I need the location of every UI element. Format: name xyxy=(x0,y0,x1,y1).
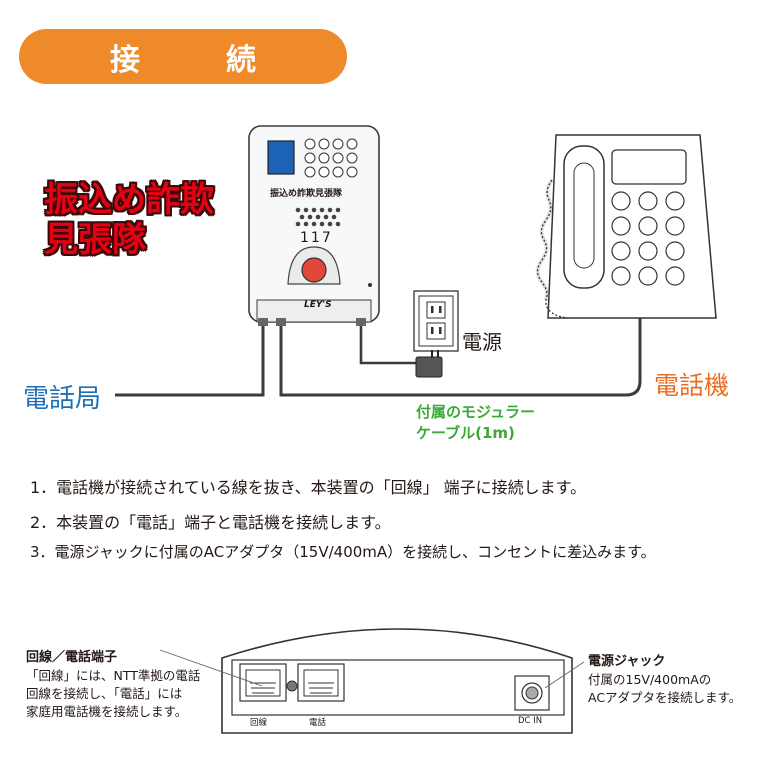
ac-adapter xyxy=(415,356,443,378)
cable-label-2: ケーブル(1m) xyxy=(416,424,515,442)
step-2: 2．本装置の「電話」端子と電話機を接続します。 xyxy=(30,513,391,532)
coiled-cord xyxy=(536,179,571,319)
section-header: 接 続 xyxy=(19,29,347,84)
line-port-label: 回線 xyxy=(250,718,268,728)
left-note-line-3: 家庭用電話機を接続します。 xyxy=(26,704,188,719)
device-illustration xyxy=(115,125,642,397)
promo-line-2: 見張隊 xyxy=(44,220,146,260)
promo-line-1: 振込め詐欺 xyxy=(44,180,214,220)
step-1: 1．電話機が接続されている線を抜き、本装置の「回線」 端子に接続します。 xyxy=(30,478,587,497)
right-note-line-1: 付属の15V/400mAの xyxy=(588,672,712,687)
office-label: 電話局 xyxy=(23,384,102,414)
right-note-title: 電源ジャック xyxy=(588,654,666,669)
phone-label: 電話機 xyxy=(654,371,730,400)
device-display xyxy=(267,140,295,175)
device-alert-button xyxy=(301,257,327,283)
power-label: 電源 xyxy=(462,330,502,354)
device-brand: LEY'S xyxy=(304,300,332,310)
left-note-line-2: 回線を接続し、「電話」には xyxy=(26,686,183,701)
device-keypad xyxy=(304,138,358,178)
phone-port-label: 電話 xyxy=(309,718,327,728)
left-note-line-1: 「回線」には、NTT準拠の電話 xyxy=(26,668,201,683)
device-badge: 振込め詐欺見張隊 xyxy=(270,189,343,199)
left-note-title: 回線／電話端子 xyxy=(26,650,118,665)
device-number: 117 xyxy=(300,230,333,246)
section-title: 接 続 xyxy=(110,42,284,78)
step-3: 3．電源ジャックに付属のACアダプタ（15V/400mA）を接続し、コンセントに… xyxy=(30,543,656,561)
cable-label-1: 付属のモジュラー xyxy=(416,403,535,421)
dc-in-label: DC IN xyxy=(518,716,543,726)
phone-keypad xyxy=(611,191,685,286)
back-panel-illustration xyxy=(159,628,585,734)
telephone-illustration xyxy=(535,134,717,319)
power-outlet xyxy=(413,290,459,378)
right-note-line-2: ACアダプタを接続します。 xyxy=(588,690,742,705)
phone-display xyxy=(611,149,687,185)
device-speaker xyxy=(295,207,341,227)
